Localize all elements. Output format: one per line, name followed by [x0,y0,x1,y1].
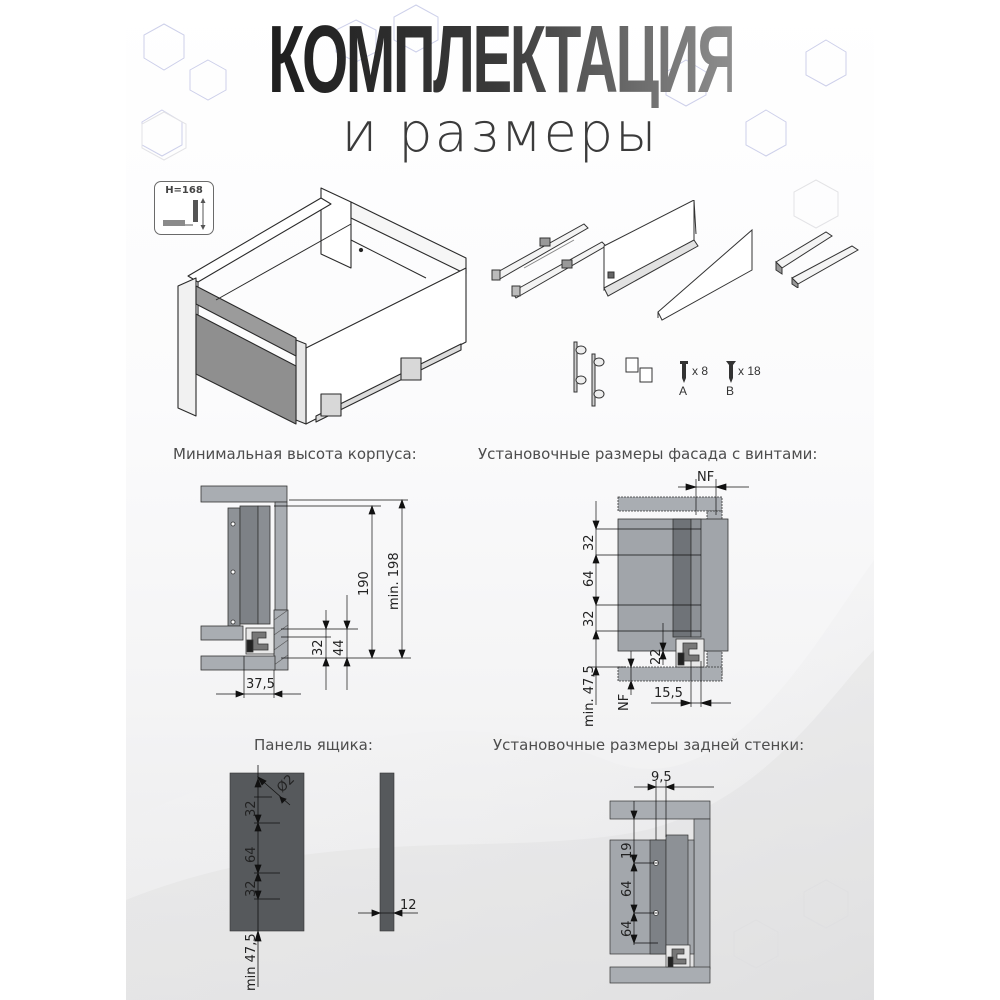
dim-min-198: min. 198 [387,552,402,610]
caption-back-wall: Установочные размеры задней стенки: [493,736,805,754]
min-height-diagram: 190 min. 198 32 44 37,5 [200,485,411,698]
dim-64-bottom: 64 [620,920,635,937]
page-subtitle: и размеры [341,101,659,164]
dim-nf-bottom: NF [617,694,632,711]
dim-32-bottom: 32 [244,880,259,897]
screw-a-qty: x 8 [692,364,709,378]
back-wall-diagram: 9,5 19 64 64 [609,770,714,984]
caption-front-mount: Установочные размеры фасада с винтами: [478,445,818,463]
dim-min-47-5: min. 47,5 [582,665,597,727]
dim-22: 22 [649,648,664,665]
screw-b-icon [726,361,736,383]
screw-a-letter: A [679,384,688,398]
dim-37-5: 37,5 [246,677,275,692]
height-badge: H=168 [154,181,214,235]
dim-19: 19 [620,842,635,859]
screw-a-icon [680,361,688,383]
front-brackets-icon [573,341,653,407]
panel-diagram: Ø2 32 64 32 min 47,5 12 [229,765,418,991]
front-mount-diagram: NF 32 64 32 22 min. 47,5 NF 15,5 [582,470,749,727]
dim-32-top: 32 [244,800,259,817]
dim-190: 190 [357,571,372,596]
dim-min-47-5: min 47,5 [244,933,259,991]
dim-44: 44 [332,639,347,656]
dim-32-top: 32 [582,534,597,551]
caption-panel: Панель ящика: [254,736,373,754]
dim-64: 64 [244,846,259,863]
drawer-side-panels-icon [603,200,753,321]
dim-9-5: 9,5 [651,770,672,785]
screw-b-qty: x 18 [738,364,761,378]
back-connectors-icon [775,231,859,288]
dim-64: 64 [582,570,597,587]
dim-15-5: 15,5 [654,686,683,701]
height-icon [163,198,206,230]
drawer-runners-icon [491,223,607,299]
content-panel: КОМПЛЕКТАЦИЯ и размеры H=168 [126,0,874,1000]
page-title: КОМПЛЕКТАЦИЯ [268,6,740,113]
drawer-isometric-illustration [177,187,467,425]
dim-64-top: 64 [620,880,635,897]
dim-12: 12 [400,898,417,913]
screw-b-letter: B [726,384,735,398]
dim-nf-top: NF [697,470,714,485]
dim-32: 32 [311,639,326,656]
height-badge-label: H=168 [165,185,203,196]
dim-32-bottom: 32 [582,610,597,627]
caption-min-height: Минимальная высота корпуса: [173,445,417,463]
